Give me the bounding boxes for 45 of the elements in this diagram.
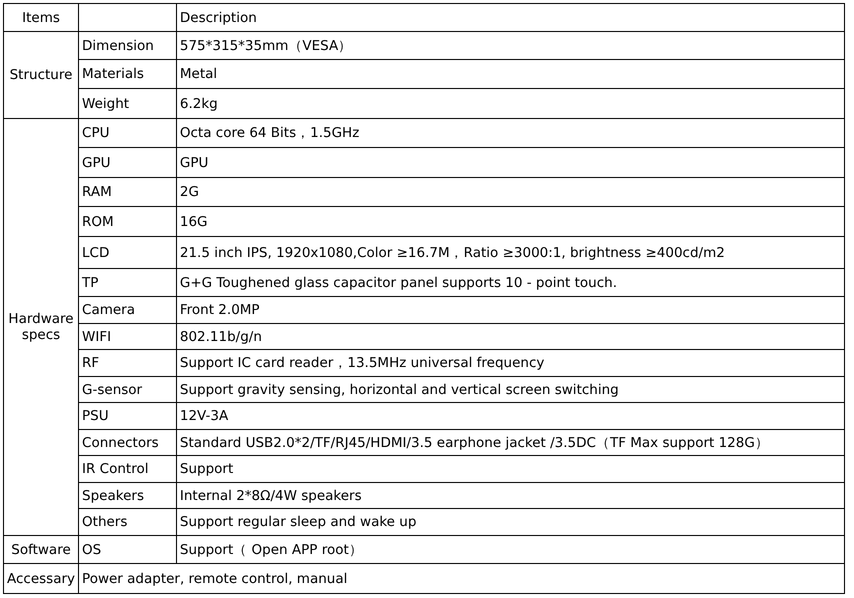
category-label: Hardware specs <box>8 311 74 343</box>
spec-value: 21.5 inch IPS, 1920x1080,Color ≥16.7M，Ratio ≥3000:1, brightness ≥400cd/m2 <box>180 244 725 260</box>
spec-value: 575*315*35mm（VESA） <box>180 38 352 54</box>
spec-value: Front 2.0MP <box>180 302 260 318</box>
spec-value: Octa core 64 Bits，1.5GHz <box>180 125 360 141</box>
item-label: Connectors <box>82 434 159 450</box>
spec-value: Power adapter, remote control, manual <box>82 570 348 586</box>
item-label: LCD <box>82 244 110 260</box>
item-label: Weight <box>82 96 130 112</box>
header-label: Description <box>180 10 257 26</box>
spec-value: Standard USB2.0*2/TF/RJ45/HDMI/3.5 earphone jacket /3.5DC（TF Max support 128G） <box>180 434 769 450</box>
item-label: RAM <box>82 184 112 200</box>
category-label: Accessary <box>7 570 76 586</box>
item-label: RF <box>82 355 100 371</box>
spec-value: 2G <box>180 184 199 200</box>
item-label: IR Control <box>82 461 148 477</box>
item-label: OS <box>82 542 102 558</box>
item-label: PSU <box>82 408 109 424</box>
item-label: Speakers <box>82 488 144 504</box>
spec-value: 16G <box>180 214 208 230</box>
spec-value: Metal <box>180 66 218 82</box>
item-label: Camera <box>82 302 136 318</box>
spec-value: GPU <box>180 154 208 170</box>
spec-value: Support regular sleep and wake up <box>180 514 416 530</box>
item-label: Others <box>82 514 128 530</box>
spec-value: Support（ Open APP root） <box>180 542 363 558</box>
item-label: WIFI <box>82 328 112 344</box>
item-label: GPU <box>82 154 111 170</box>
spec-value: G+G Toughened glass capacitor panel supports 10 - point touch. <box>180 274 618 290</box>
header-label: Items <box>22 10 60 26</box>
spec-value: 6.2kg <box>180 96 218 112</box>
item-label: CPU <box>82 125 110 141</box>
item-label: G-sensor <box>82 382 142 398</box>
item-label: ROM <box>82 214 114 230</box>
spec-value: Internal 2*8Ω/4W speakers <box>180 488 362 504</box>
spec-value: 802.11b/g/n <box>180 328 262 344</box>
item-label: TP <box>82 274 98 290</box>
spec-value: Support <box>180 461 234 477</box>
category-label: Software <box>11 542 71 558</box>
spec-value: Support IC card reader，13.5MHz universal frequency <box>180 355 544 371</box>
spec-value: Support gravity sensing, horizontal and vertical screen switching <box>180 382 619 398</box>
item-label: Dimension <box>82 38 154 54</box>
item-label: Materials <box>82 66 144 82</box>
category-label: Structure <box>10 67 72 83</box>
spec-value: 12V-3A <box>180 408 228 424</box>
